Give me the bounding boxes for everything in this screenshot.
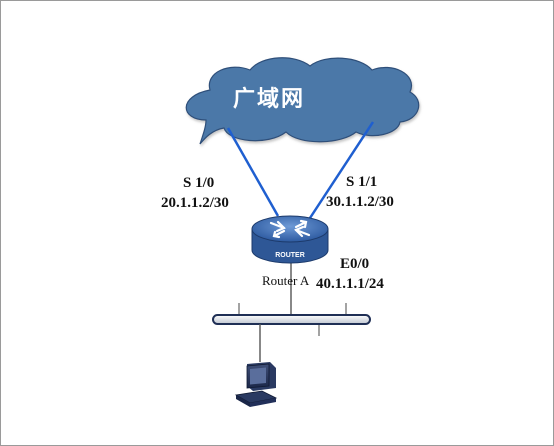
wan-cloud xyxy=(185,57,420,145)
pc-base xyxy=(236,395,250,407)
interface-s11-name: S 1/1 xyxy=(346,174,378,190)
cloud-shape xyxy=(185,57,420,145)
lan-segment xyxy=(212,303,371,362)
interface-s10-ip: 20.1.1.2/30 xyxy=(161,195,229,211)
ethernet-bus xyxy=(212,314,371,325)
cloud-label: 广域网 xyxy=(233,87,306,112)
pc-base-right xyxy=(250,398,276,407)
router-badge: ROUTER xyxy=(275,252,305,259)
router-arrows xyxy=(269,219,311,239)
interface-s11-ip: 30.1.1.2/30 xyxy=(326,194,394,210)
pc-screen xyxy=(250,367,266,385)
link-s11-to-wan xyxy=(308,121,375,219)
interface-e00-name: E0/0 xyxy=(340,256,370,272)
router-top xyxy=(251,215,329,243)
router-icon: ROUTER xyxy=(251,215,329,264)
computer-icon xyxy=(234,362,278,407)
interface-s10-name: S 1/0 xyxy=(183,175,215,191)
router-name: Router A xyxy=(262,273,310,288)
link-s10-to-wan xyxy=(226,127,280,217)
interface-e00-ip: 40.1.1.1/24 xyxy=(316,276,384,292)
